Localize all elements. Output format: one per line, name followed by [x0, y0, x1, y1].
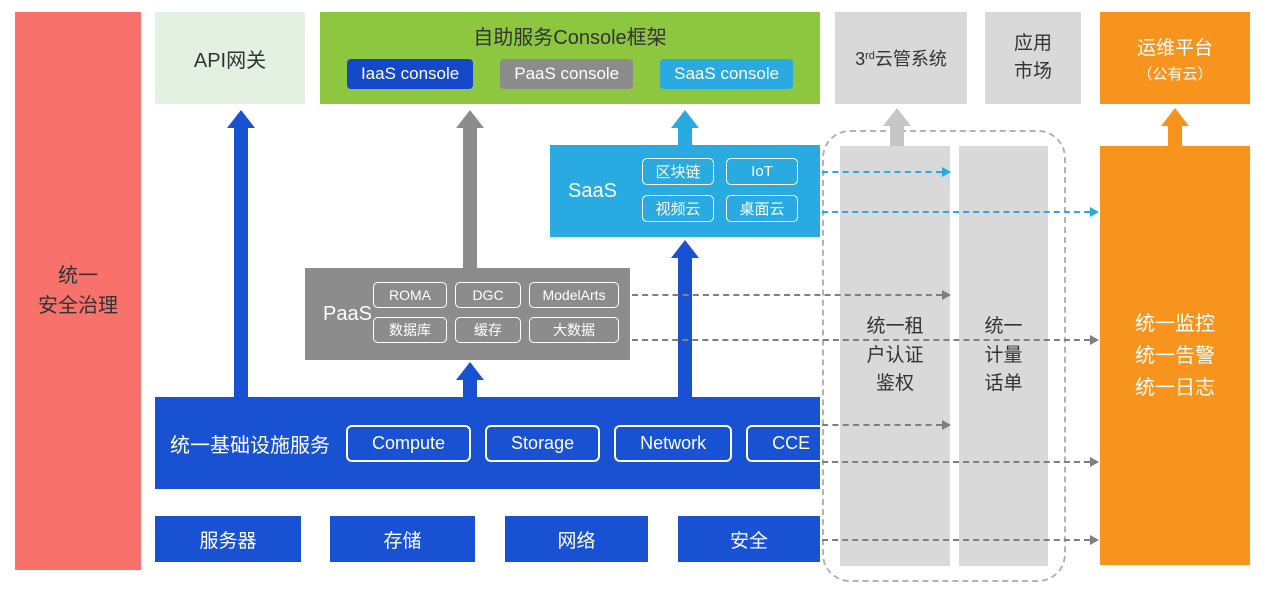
infra-item-network: Network: [614, 424, 733, 462]
infra-item-cce: CCE: [746, 424, 837, 462]
metering-column: 统一 计量 话单: [959, 146, 1048, 566]
dashed-infra-to-monitor: [822, 457, 1099, 467]
console-frame: 自助服务Console框架 IaaS console PaaS console …: [320, 12, 820, 104]
arrow-infra-to-paas: [456, 362, 484, 397]
arrow-auth-to-third-cloud: [883, 108, 911, 146]
arrow-saas-to-console: [671, 110, 699, 145]
paas-item-modelarts: ModelArts: [529, 282, 619, 308]
saas-item-iot: IoT: [726, 158, 798, 185]
paas-item-roma: ROMA: [373, 282, 447, 308]
iaas-console-button: IaaS console: [346, 59, 474, 89]
console-frame-title: 自助服务Console框架: [473, 27, 667, 49]
saas-items: 区块链 IoT 视频云 桌面云: [642, 158, 798, 222]
infra-box: 统一基础设施服务 Compute Storage Network CCE: [155, 397, 837, 489]
hw-box-server: 服务器: [155, 516, 301, 562]
infra-label: 统一基础设施服务: [170, 434, 330, 457]
saas-box: SaaS 区块链 IoT 视频云 桌面云: [550, 145, 820, 237]
third-party-cloud-box: 3rd云管系统: [835, 12, 967, 104]
security-governance-bar: 统一 安全治理: [15, 12, 141, 570]
paas-item-bigdata: 大数据: [529, 317, 619, 343]
paas-item-dgc: DGC: [455, 282, 521, 308]
paas-console-button: PaaS console: [500, 59, 634, 89]
dashed-saas-to-metering: [822, 167, 951, 177]
arrow-infra-to-api: [227, 110, 255, 397]
api-gateway-box: API网关: [155, 12, 305, 104]
dashed-infra-to-metering: [822, 420, 951, 430]
hw-box-security: 安全: [678, 516, 820, 562]
monitor-bar: 统一监控 统一告警 统一日志: [1100, 146, 1250, 565]
console-buttons: IaaS console PaaS console SaaS console: [346, 59, 794, 89]
saas-item-blockchain: 区块链: [642, 158, 714, 185]
infra-item-compute: Compute: [346, 424, 472, 462]
paas-label: PaaS: [323, 302, 372, 325]
monitor-bar-label: 统一监控 统一告警 统一日志: [1135, 312, 1215, 399]
dashed-saas-to-monitor: [822, 207, 1099, 217]
ops-platform-box: 运维平台 （公有云）: [1100, 12, 1250, 104]
paas-item-cache: 缓存: [455, 317, 521, 343]
metering-column-label: 统一 计量 话单: [984, 316, 1023, 395]
api-gateway-label: API网关: [193, 49, 267, 72]
security-governance-label: 统一 安全治理: [38, 265, 118, 317]
app-market-box: 应用 市场: [985, 12, 1081, 104]
saas-label: SaaS: [568, 179, 617, 202]
ops-platform-label-line2: （公有云）: [1137, 65, 1213, 83]
arrow-infra-to-saas: [671, 240, 699, 397]
app-market-label: 应用 市场: [1013, 32, 1052, 83]
hw-box-storage: 存储: [330, 516, 475, 562]
arrow-paas-to-console: [456, 110, 484, 268]
auth-column-label: 统一租 户认证 鉴权: [866, 316, 924, 395]
saas-item-desktop-cloud: 桌面云: [726, 195, 798, 222]
ops-platform-label-line1: 运维平台: [1136, 37, 1213, 59]
paas-items: ROMA DGC ModelArts 数据库 缓存 大数据: [373, 282, 619, 343]
dashed-paas-to-metering: [632, 290, 951, 300]
infra-item-storage: Storage: [485, 424, 601, 462]
dashed-group-frame: [822, 130, 1066, 582]
arrow-monitor-to-ops: [1161, 108, 1189, 146]
third-party-cloud-label: 3rd云管系统: [855, 49, 947, 69]
hw-box-network: 网络: [505, 516, 648, 562]
paas-item-database: 数据库: [373, 317, 447, 343]
auth-column: 统一租 户认证 鉴权: [840, 146, 950, 566]
dashed-paas-to-monitor: [632, 335, 1099, 345]
saas-console-button: SaaS console: [660, 59, 794, 89]
dashed-hw-to-monitor: [822, 535, 1099, 545]
saas-item-video-cloud: 视频云: [642, 195, 714, 222]
paas-box: PaaS ROMA DGC ModelArts 数据库 缓存 大数据: [305, 268, 630, 360]
infra-items: Compute Storage Network CCE: [346, 424, 837, 462]
